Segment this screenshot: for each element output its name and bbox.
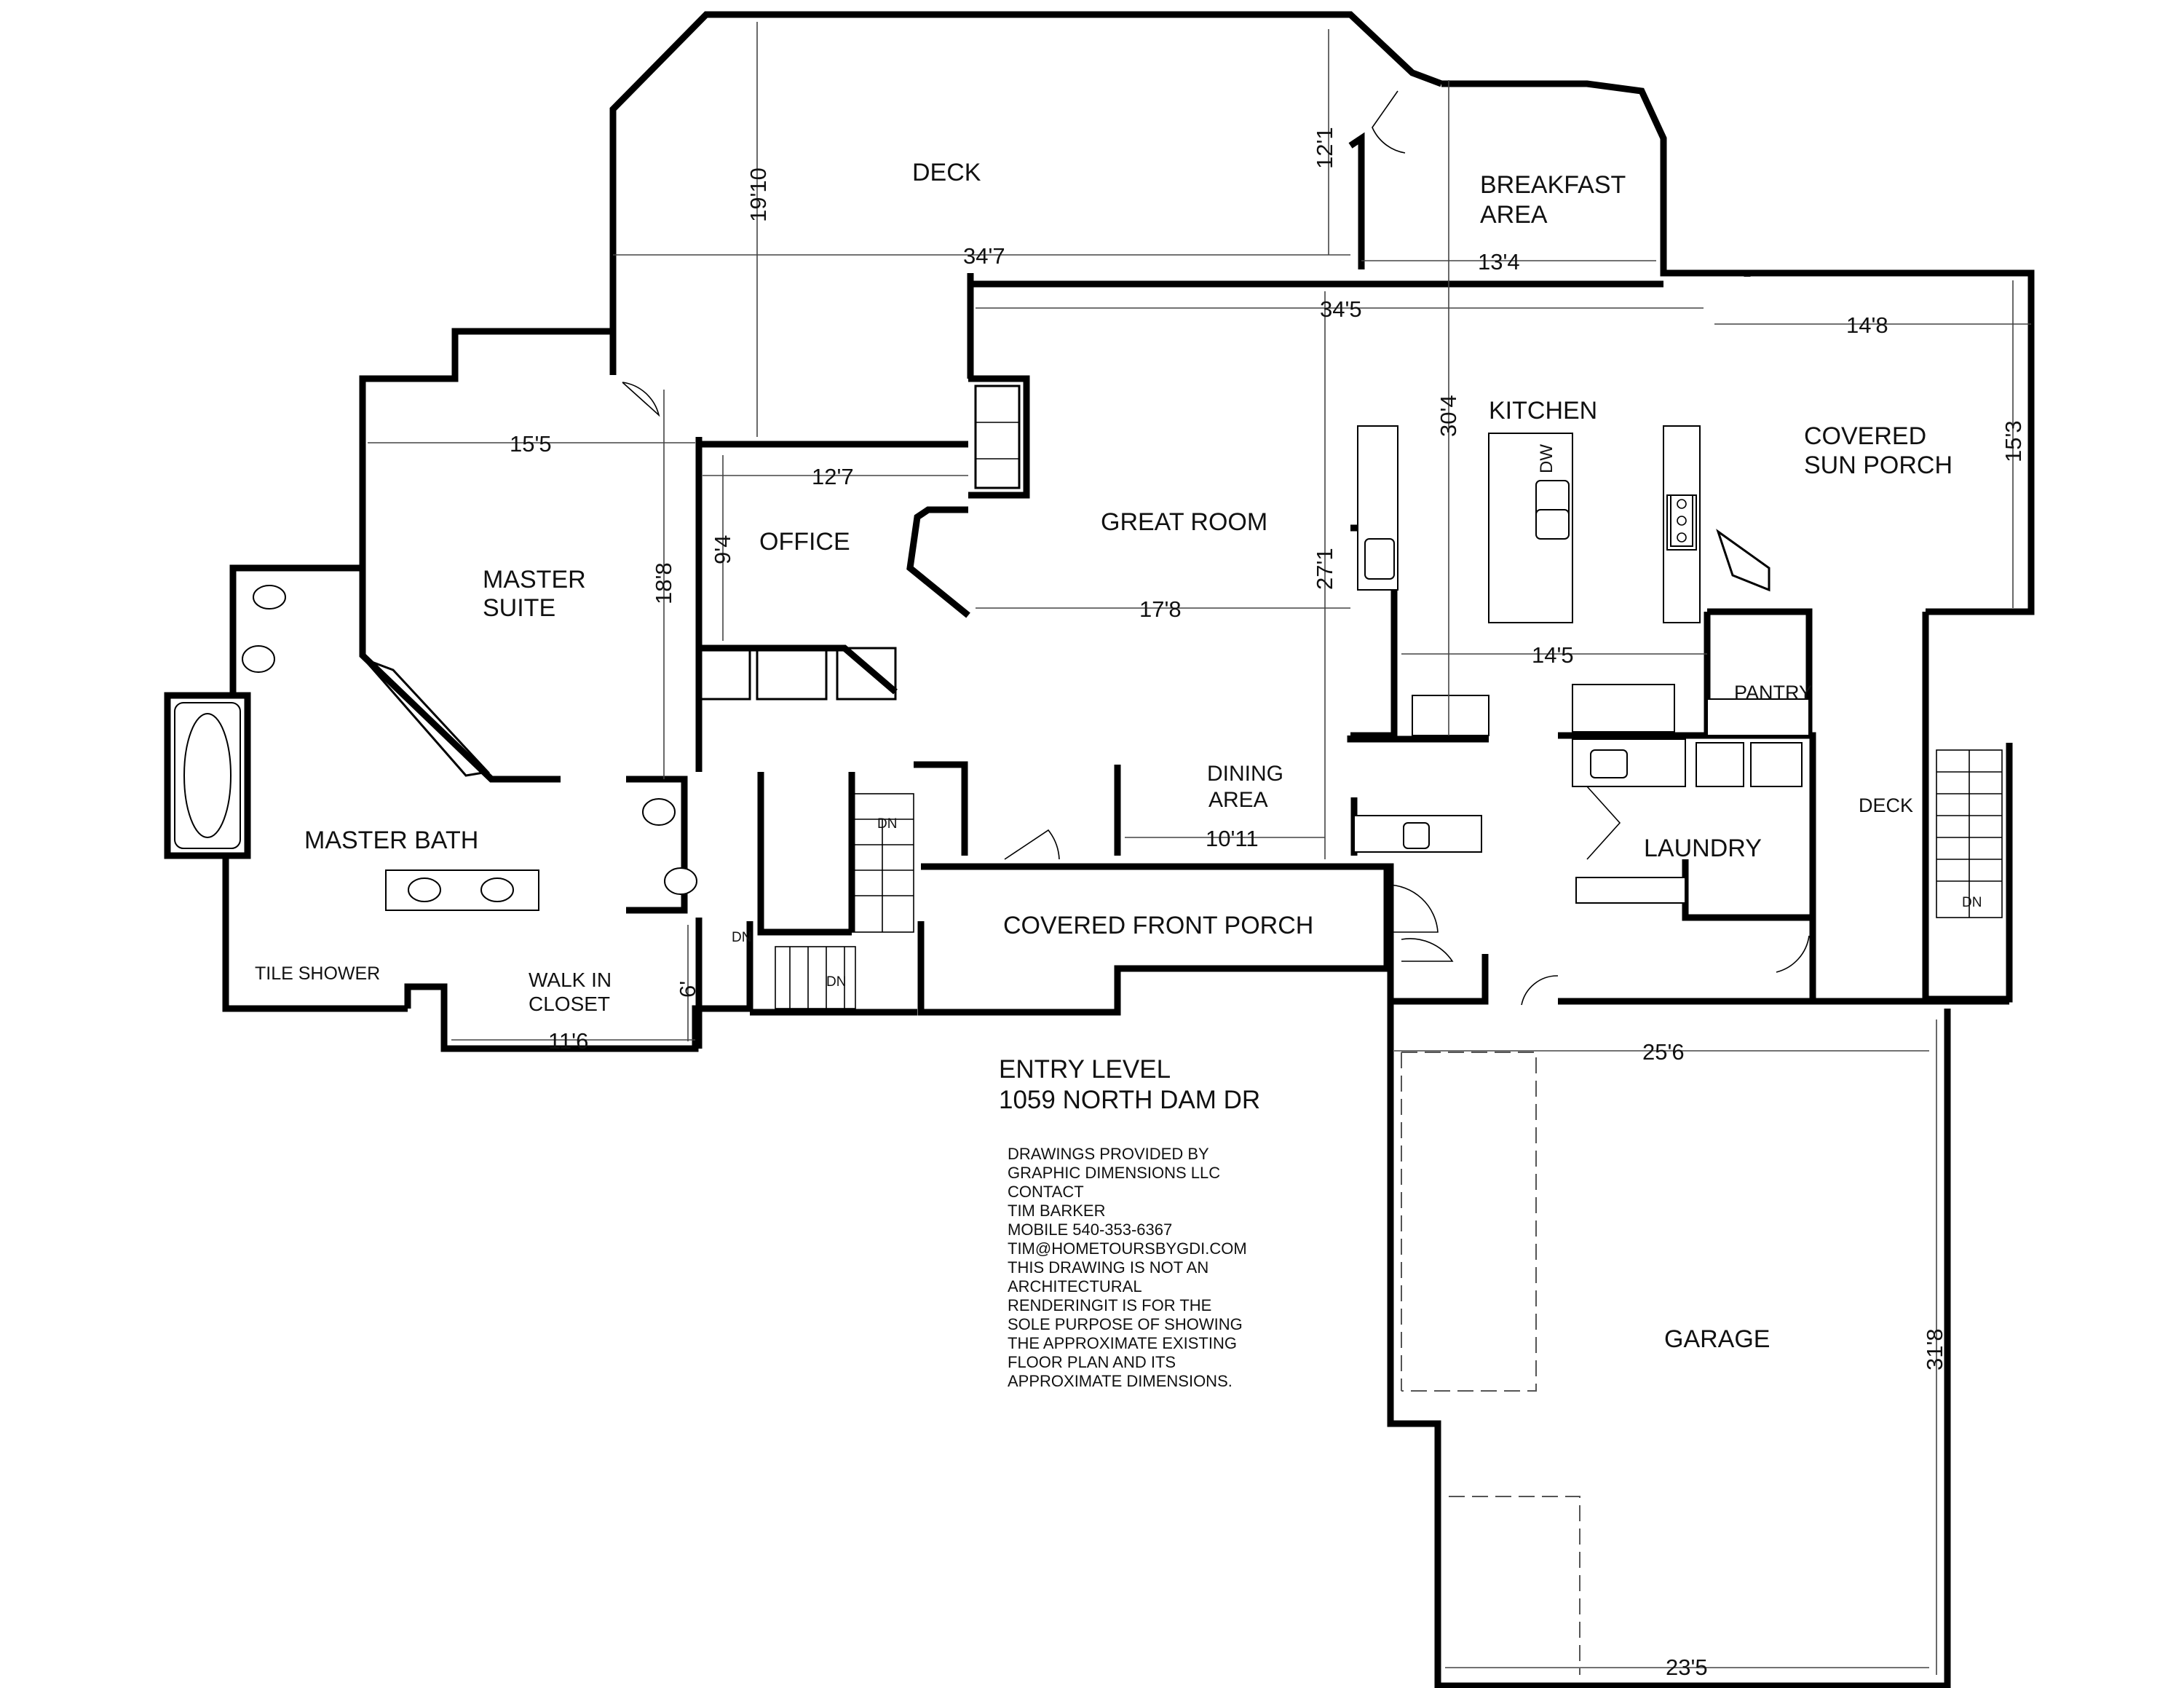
credit-line: THIS DRAWING IS NOT AN (1008, 1258, 1209, 1277)
dim-deck-width: 34'7 (963, 243, 1005, 269)
label-sun-porch-1: COVERED (1804, 422, 1926, 450)
dim-suite-height: 18'8 (651, 562, 676, 604)
room-labels: DECK BREAKFAST AREA KITCHEN COVERED SUN … (255, 159, 1952, 1353)
dim-garage-width-top: 25'6 (1642, 1039, 1685, 1065)
title-level: ENTRY LEVEL (999, 1055, 1171, 1084)
credit-line: RENDERINGIT IS FOR THE (1008, 1296, 1212, 1314)
label-deck-top: DECK (912, 159, 981, 186)
doors (622, 90, 1810, 1006)
garage-door-outlines (1401, 1052, 1580, 1675)
stair-labels: DN DN DN DN (732, 816, 1982, 990)
dim-breakfast-width: 13'4 (1478, 249, 1520, 275)
label-master-suite-2: SUITE (483, 594, 555, 622)
dim-great-width: 34'5 (1320, 296, 1362, 322)
credit-line: GRAPHIC DIMENSIONS LLC (1008, 1164, 1221, 1182)
credit-line: THE APPROXIMATE EXISTING (1008, 1334, 1237, 1352)
label-front-porch: COVERED FRONT PORCH (1003, 912, 1313, 939)
label-sun-porch-2: SUN PORCH (1804, 451, 1952, 479)
office-closets (697, 647, 897, 701)
label-dining-1: DINING (1207, 762, 1283, 786)
fixtures (174, 425, 1810, 911)
label-dishwasher: DW (1537, 444, 1556, 473)
label-laundry: LAUNDRY (1644, 835, 1762, 862)
dimension-lines (368, 22, 2031, 1675)
stair-dn-4: DN (1962, 895, 1982, 910)
dim-office-width: 12'7 (812, 464, 854, 489)
dim-closet-width: 11'6 (548, 1028, 588, 1054)
credit-line: APPROXIMATE DIMENSIONS. (1008, 1372, 1233, 1390)
credit-line: SOLE PURPOSE OF SHOWING (1008, 1315, 1243, 1333)
credits-block: DRAWINGS PROVIDED BY GRAPHIC DIMENSIONS … (1008, 1145, 1313, 1391)
label-tile-shower: TILE SHOWER (255, 963, 380, 984)
dim-great-room-width: 17'8 (1139, 596, 1182, 622)
dim-great-room-height: 27'1 (1312, 548, 1337, 590)
credit-line: MOBILE 540-353-6367 (1008, 1220, 1173, 1239)
stair-dn-1: DN (877, 816, 897, 832)
credit-line: ARCHITECTURAL (1008, 1277, 1142, 1295)
sun-porch-bin (1716, 529, 1770, 592)
dim-deck-height: 19'10 (745, 167, 771, 222)
dim-sun-height: 15'3 (2001, 420, 2026, 462)
credit-line: TIM@HOMETOURSBYGDI.COM (1008, 1239, 1247, 1258)
credit-line: DRAWINGS PROVIDED BY (1008, 1145, 1209, 1163)
stair-dn-2: DN (732, 930, 751, 945)
label-kitchen: KITCHEN (1489, 397, 1597, 425)
dim-deck-right-height: 12'1 (1312, 127, 1337, 169)
dim-garage-height: 31'8 (1922, 1328, 1947, 1370)
dim-suite-width: 15'5 (510, 431, 552, 457)
label-office: OFFICE (759, 528, 850, 556)
label-walk-in-1: WALK IN (529, 969, 612, 991)
credit-line: CONTACT (1008, 1183, 1084, 1201)
title-address: 1059 NORTH DAM DR (999, 1086, 1261, 1114)
dim-kitchen-height: 30'4 (1436, 395, 1461, 437)
credit-line: FLOOR PLAN AND ITS (1008, 1353, 1176, 1371)
stairs (775, 749, 2003, 1009)
bay-shelves (363, 384, 1021, 777)
credit-line: TIM BARKER (1008, 1202, 1106, 1220)
dim-office-height: 9'4 (710, 535, 735, 564)
dim-garage-width-bottom: 23'5 (1666, 1655, 1708, 1680)
label-master-suite-1: MASTER (483, 566, 586, 593)
dim-sun-width: 14'8 (1846, 312, 1888, 338)
label-garage: GARAGE (1664, 1325, 1770, 1353)
dim-dining-width: 10'11 (1206, 826, 1259, 851)
dimension-labels: 19'10 34'7 12'1 13'4 34'5 30'4 14'8 15'3… (510, 127, 2026, 1680)
stair-dn-3: DN (826, 974, 846, 990)
label-deck-right: DECK (1859, 794, 1913, 816)
label-master-bath: MASTER BATH (304, 827, 478, 854)
label-great-room: GREAT ROOM (1101, 508, 1267, 536)
label-breakfast-2: AREA (1480, 201, 1548, 229)
label-breakfast-1: BREAKFAST (1480, 171, 1626, 199)
dim-kitchen-width: 14'5 (1532, 642, 1574, 668)
title-block: ENTRY LEVEL 1059 NORTH DAM DR (999, 1054, 1260, 1116)
label-dining-2: AREA (1208, 788, 1268, 812)
label-pantry: PANTRY (1734, 682, 1812, 703)
dim-closet-height: 6' (675, 981, 700, 998)
label-walk-in-2: CLOSET (529, 993, 610, 1015)
